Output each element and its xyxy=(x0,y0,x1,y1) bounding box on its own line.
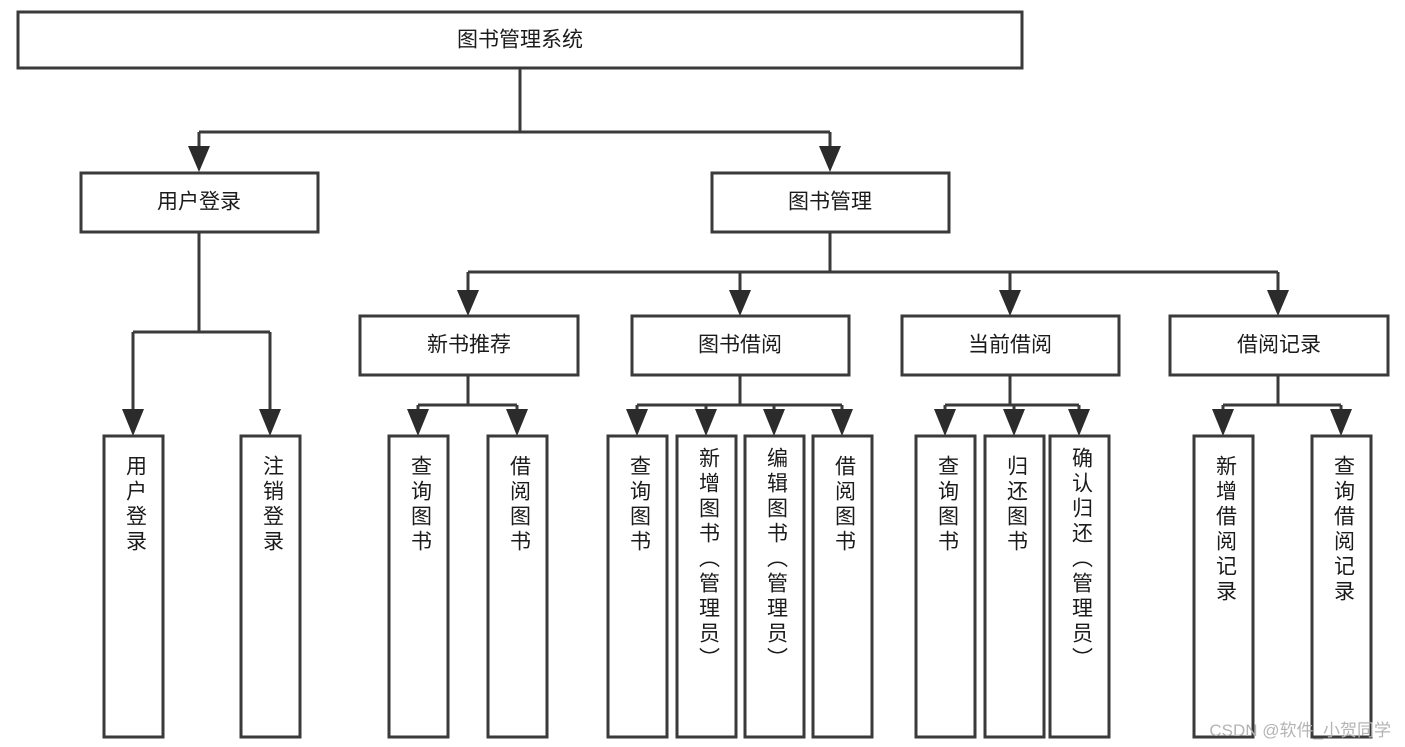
node-root-label: 图书管理系统 xyxy=(457,29,583,52)
arrowhead-current-3 xyxy=(1068,409,1090,436)
arrowhead-borrow xyxy=(729,290,751,316)
leaf-borrow-edit-label: 编辑图书（管理员） xyxy=(764,447,788,672)
leaf-new-book-query[interactable]: 查询图书 xyxy=(387,434,450,739)
node-book-borrow-box[interactable] xyxy=(630,314,851,377)
arrowhead-borrow-1 xyxy=(626,409,648,436)
leaf-record-add-box[interactable] xyxy=(1192,434,1255,739)
leaf-current-return-box[interactable] xyxy=(983,434,1046,739)
leaf-user-login-login[interactable]: 用户登录 xyxy=(102,434,165,739)
arrowhead-current-1 xyxy=(934,409,956,436)
arrowhead-current xyxy=(999,290,1021,316)
arrowhead-record-1 xyxy=(1212,409,1234,436)
leaf-current-query-box[interactable] xyxy=(914,434,977,739)
leaf-current-return[interactable]: 归还图书 xyxy=(983,434,1046,739)
node-current-borrow-label: 当前借阅 xyxy=(968,334,1052,357)
leaf-borrow-edit[interactable]: 编辑图书（管理员） xyxy=(743,434,806,739)
arrowhead-book-mgmt xyxy=(819,146,841,172)
leaf-borrow-query[interactable]: 查询图书 xyxy=(606,434,669,739)
leaf-user-login-logout[interactable]: 注销登录 xyxy=(239,434,302,739)
node-book-management-box[interactable] xyxy=(710,171,951,234)
arrowhead-record-2 xyxy=(1330,409,1352,436)
leaf-borrow-borrow-box[interactable] xyxy=(811,434,874,739)
node-new-book-recommend-label: 新书推荐 xyxy=(427,334,511,357)
leaf-current-confirm-return-box[interactable] xyxy=(1048,434,1111,739)
leaf-new-book-borrow[interactable]: 借阅图书 xyxy=(486,434,549,739)
arrowhead-user-login-2 xyxy=(259,409,281,436)
leaf-current-return-label: 归还图书 xyxy=(1004,455,1028,555)
leaf-new-book-borrow-box[interactable] xyxy=(486,434,549,739)
arrowhead-borrow-3 xyxy=(763,409,785,436)
leaf-borrow-edit-box[interactable] xyxy=(743,434,806,739)
node-user-login-box[interactable] xyxy=(79,171,320,234)
node-current-borrow[interactable]: 当前借阅 xyxy=(900,314,1121,377)
leaf-current-confirm-return[interactable]: 确认归还（管理员） xyxy=(1048,434,1111,739)
leaf-record-add[interactable]: 新增借阅记录 xyxy=(1192,434,1255,739)
leaf-borrow-query-box[interactable] xyxy=(606,434,669,739)
leaf-borrow-borrow[interactable]: 借阅图书 xyxy=(811,434,874,739)
node-root-box[interactable] xyxy=(16,10,1024,70)
arrowhead-new-book xyxy=(457,290,479,316)
arrowhead-borrow-2 xyxy=(695,409,717,436)
leaf-new-book-query-box[interactable] xyxy=(387,434,450,739)
leaf-record-query-box[interactable] xyxy=(1310,434,1373,739)
leaf-borrow-borrow-label: 借阅图书 xyxy=(832,455,856,555)
node-book-management-label: 图书管理 xyxy=(788,191,872,214)
arrowhead-new-book-1 xyxy=(407,409,429,436)
node-user-login[interactable]: 用户登录 xyxy=(79,171,320,234)
arrowhead-user-login-1 xyxy=(122,409,144,436)
leaf-new-book-query-label: 查询图书 xyxy=(408,455,432,555)
arrowhead-layer xyxy=(122,146,1352,436)
node-book-management[interactable]: 图书管理 xyxy=(710,171,951,234)
arrowhead-borrow-4 xyxy=(831,409,853,436)
leaf-user-login-login-box[interactable] xyxy=(102,434,165,739)
leaf-user-login-logout-label: 注销登录 xyxy=(260,455,284,555)
arrowhead-user-login xyxy=(188,146,210,172)
node-borrow-record-label: 借阅记录 xyxy=(1237,334,1321,357)
node-book-borrow[interactable]: 图书借阅 xyxy=(630,314,851,377)
leaf-borrow-add-label: 新增图书（管理员） xyxy=(696,447,720,672)
leaf-record-query-label: 查询借阅记录 xyxy=(1331,455,1355,605)
leaf-borrow-query-label: 查询图书 xyxy=(627,455,651,555)
node-book-borrow-label: 图书借阅 xyxy=(698,334,782,357)
node-new-book-recommend[interactable]: 新书推荐 xyxy=(358,314,580,377)
node-borrow-record-box[interactable] xyxy=(1168,314,1390,377)
leaf-current-query[interactable]: 查询图书 xyxy=(914,434,977,739)
node-borrow-record[interactable]: 借阅记录 xyxy=(1168,314,1390,377)
arrowhead-current-2 xyxy=(1003,409,1025,436)
node-current-borrow-box[interactable] xyxy=(900,314,1121,377)
node-root[interactable]: 图书管理系统 xyxy=(16,10,1024,70)
leaf-borrow-add-box[interactable] xyxy=(675,434,738,739)
arrowhead-new-book-2 xyxy=(506,409,528,436)
leaf-record-query[interactable]: 查询借阅记录 xyxy=(1310,434,1373,739)
node-user-login-label: 用户登录 xyxy=(157,191,241,214)
leaf-new-book-borrow-label: 借阅图书 xyxy=(507,455,531,555)
leaf-user-login-logout-box[interactable] xyxy=(239,434,302,739)
node-new-book-recommend-box[interactable] xyxy=(358,314,580,377)
leaf-current-query-label: 查询图书 xyxy=(935,455,959,555)
leaf-borrow-add[interactable]: 新增图书（管理员） xyxy=(675,434,738,739)
leaf-record-add-label: 新增借阅记录 xyxy=(1213,455,1237,605)
leaf-current-confirm-return-label: 确认归还（管理员） xyxy=(1069,447,1093,672)
leaf-user-login-login-label: 用户登录 xyxy=(123,455,147,555)
arrowhead-record xyxy=(1267,290,1289,316)
